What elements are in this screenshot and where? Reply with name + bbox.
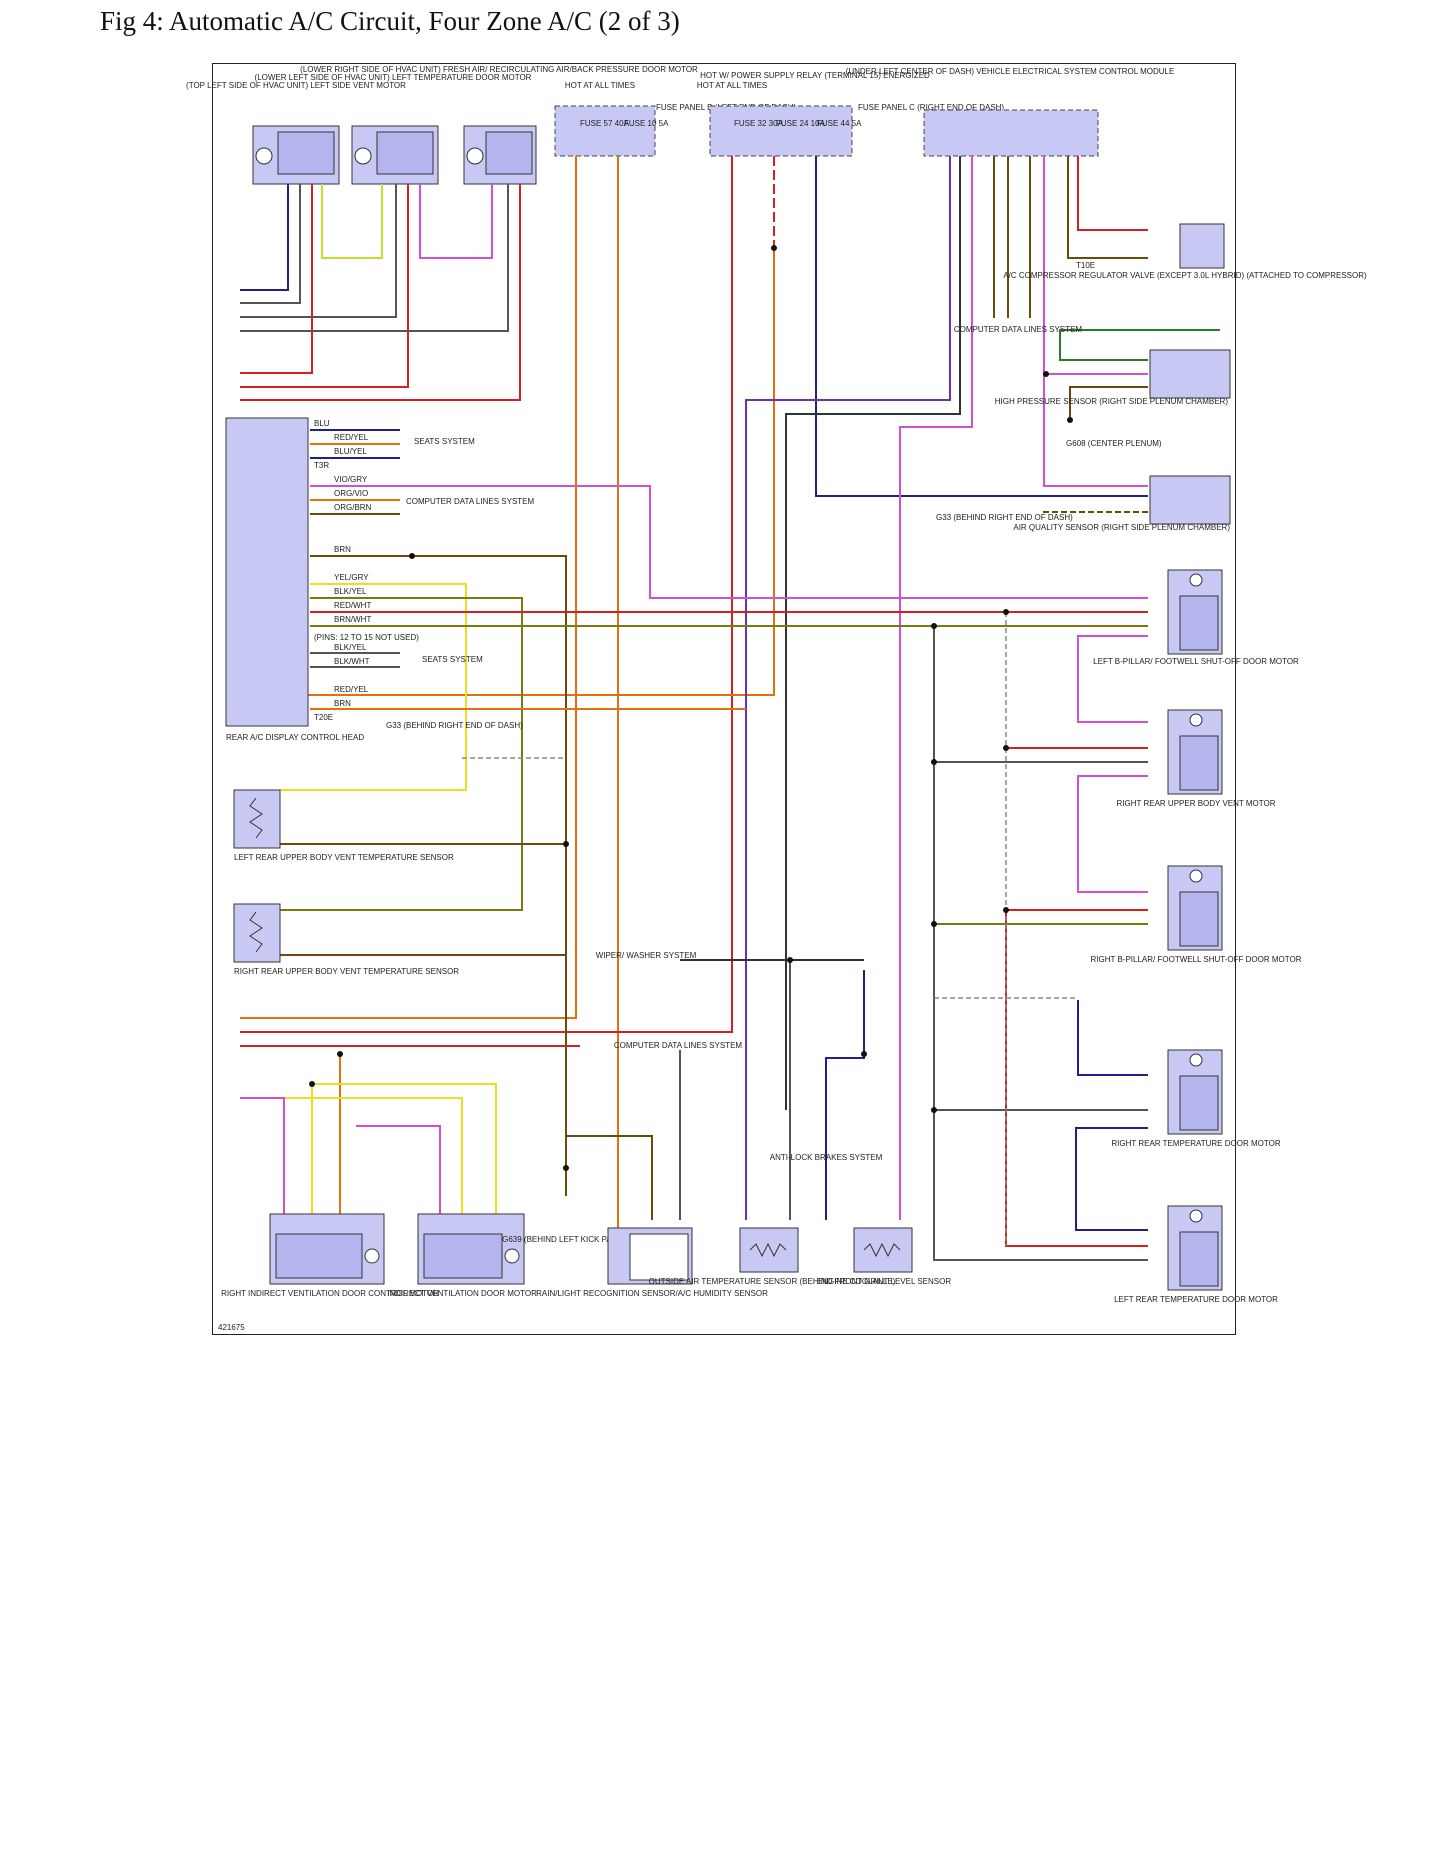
seats-system-bottom: SEATS SYSTEM [422,655,483,664]
fuse-57-label: FUSE 57 40A [580,119,630,128]
motor-icon [1189,713,1203,727]
coolant-sensor-label: ENGINE COOLANT LEVEL SENSOR [817,1277,951,1286]
indirect-ventilation-motor: INDIRECT VENTILATION DOOR MOTOR [387,1213,537,1298]
motor-icon [364,1248,380,1264]
head-pin-label: VIO/GRY [334,475,368,484]
head-pin-label: BLU [314,419,330,428]
head-pin-label: BLK/WHT [334,657,370,666]
left-rear-upper-temp-sensor: LEFT REAR UPPER BODY VENT TEMPERATURE SE… [233,789,454,862]
air-quality-sensor: AIR QUALITY SENSOR (RIGHT SIDE PLENUM CH… [1013,475,1231,532]
splice-points [309,245,1073,1171]
left-temperature-door-motor: (LOWER LEFT SIDE OF HVAC UNIT) LEFT TEMP… [255,73,532,185]
right-b-pillar-label: RIGHT B-PILLAR/ FOOTWELL SHUT-OFF DOOR M… [1091,955,1302,964]
fuse-panel-c-label: FUSE PANEL C (RIGHT END OF DASH) [858,103,1004,112]
right-indirect-ventilation-motor: RIGHT INDIRECT VENTILATION DOOR CONTROL … [221,1213,439,1298]
fuse-32-label: FUSE 32 30A [734,119,784,128]
pins-note: (PINS: 12 TO 15 NOT USED) [314,633,419,642]
hot-at-all-times-b: HOT AT ALL TIMES [565,81,635,90]
motor-icon [1189,573,1203,587]
motor-icon [1189,869,1203,883]
left-rear-temp-label: LEFT REAR TEMPERATURE DOOR MOTOR [1114,1295,1278,1304]
motor-icon [354,147,372,165]
hot-at-all-times-c: HOT AT ALL TIMES [697,81,767,90]
right-rear-temp-label: RIGHT REAR TEMPERATURE DOOR MOTOR [1111,1139,1280,1148]
rain-light-humidity-sensor: RAIN/LIGHT RECOGNITION SENSOR/A/C HUMIDI… [536,1227,768,1298]
head-pin-label: RED/YEL [334,685,369,694]
right-rear-upper-temp-sensor: RIGHT REAR UPPER BODY VENT TEMPERATURE S… [233,903,459,976]
fresh-air-door-motor: (LOWER RIGHT SIDE OF HVAC UNIT) FRESH AI… [300,65,698,185]
right-b-pillar-motor: RIGHT B-PILLAR/ FOOTWELL SHUT-OFF DOOR M… [1091,865,1302,964]
rear-ac-head-label: REAR A/C DISPLAY CONTROL HEAD [226,733,364,742]
head-pin-label: RED/WHT [334,601,371,610]
head-pin-label: BLU/YEL [334,447,367,456]
ground-dashed [462,612,1078,1246]
abs-system-label: ANTI-LOCK BRAKES SYSTEM [770,1153,883,1162]
left-vent-motor-label: (TOP LEFT SIDE OF HVAC UNIT) LEFT SIDE V… [186,81,406,90]
left-b-pillar-motor: LEFT B-PILLAR/ FOOTWELL SHUT-OFF DOOR MO… [1093,569,1299,666]
fuse-44-label: FUSE 44 5A [817,119,862,128]
computer-data-lines-head: COMPUTER DATA LINES SYSTEM [406,497,535,506]
g608-label: G608 (CENTER PLENUM) [1066,439,1162,448]
figure-title: Fig 4: Automatic A/C Circuit, Four Zone … [100,6,680,36]
motor-icon [255,147,273,165]
hot-w-power-supply: HOT W/ POWER SUPPLY RELAY (TERMINAL 15) … [700,71,930,80]
head-pin-label: ORG/VIO [334,489,368,498]
g33-right-label: G33 (BEHIND RIGHT END OF DASH) [936,513,1073,522]
vesc-module-label: (UNDER LEFT CENTER OF DASH) VEHICLE ELEC… [846,67,1175,76]
outside-air-sensor-label: OUTSIDE AIR TEMPERATURE SENSOR (BEHIND F… [649,1277,896,1286]
motor-icon [1189,1053,1203,1067]
head-pin-label: YEL/GRY [334,573,369,582]
head-pin-label: BLK/YEL [334,643,367,652]
motor-icon [466,147,484,165]
compressor-valve-label: A/C COMPRESSOR REGULATOR VALVE (EXCEPT 3… [1003,271,1367,280]
indirect-motor-label: INDIRECT VENTILATION DOOR MOTOR [387,1289,537,1298]
diagram-frame [212,63,1236,1335]
head-pin-label: BLK/YEL [334,587,367,596]
motor-icon [1189,1209,1203,1223]
g33-head-label: G33 (BEHIND RIGHT END OF DASH) [386,721,523,730]
right-rear-upper-vent-motor: RIGHT REAR UPPER BODY VENT MOTOR [1117,709,1276,808]
right-rear-upper-sensor-label: RIGHT REAR UPPER BODY VENT TEMPERATURE S… [234,967,459,976]
left-rear-temperature-motor: LEFT REAR TEMPERATURE DOOR MOTOR [1114,1205,1278,1304]
engine-coolant-level-sensor: ENGINE COOLANT LEVEL SENSOR [817,1227,951,1286]
vehicle-electrical-system-control-module [923,109,1099,157]
compressor-regulator-valve: A/C COMPRESSOR REGULATOR VALVE (EXCEPT 3… [1003,223,1367,280]
fuse-panel-c [709,105,853,157]
right-rear-temperature-motor: RIGHT REAR TEMPERATURE DOOR MOTOR [1111,1049,1281,1148]
connector-t20e: T20E [314,713,333,722]
rain-sensor-label: RAIN/LIGHT RECOGNITION SENSOR/A/C HUMIDI… [536,1289,768,1298]
computer-data-lines-bottom: COMPUTER DATA LINES SYSTEM [614,1041,743,1050]
connector-t10e: T10E [1076,261,1095,270]
head-pin-label: BRN/WHT [334,615,371,624]
fuse-panel-b [554,105,656,157]
figure-id: 421675 [218,1323,245,1332]
right-rear-upper-label: RIGHT REAR UPPER BODY VENT MOTOR [1117,799,1276,808]
g639-label: G639 (BEHIND LEFT KICK PANEL) [502,1235,630,1244]
seats-system-top: SEATS SYSTEM [414,437,475,446]
motor-icon [504,1248,520,1264]
head-pin-label: BRN [334,545,351,554]
rear-ac-display-control-head: REAR A/C DISPLAY CONTROL HEAD [225,417,364,742]
left-temp-motor-label: (LOWER LEFT SIDE OF HVAC UNIT) LEFT TEMP… [255,73,532,82]
left-side-vent-motor: (TOP LEFT SIDE OF HVAC UNIT) LEFT SIDE V… [186,81,406,185]
wire-layer [240,156,1220,1261]
connector-t3r: T3R [314,461,329,470]
air-quality-sensor-label: AIR QUALITY SENSOR (RIGHT SIDE PLENUM CH… [1013,523,1230,532]
head-pin-label: BRN [334,699,351,708]
left-rear-upper-sensor-label: LEFT REAR UPPER BODY VENT TEMPERATURE SE… [234,853,454,862]
high-pressure-sensor-label: HIGH PRESSURE SENSOR (RIGHT SIDE PLENUM … [995,397,1229,406]
head-pin-label: ORG/BRN [334,503,372,512]
wiper-system-label: WIPER/ WASHER SYSTEM [596,951,697,960]
fuse-24-label: FUSE 24 10A [776,119,826,128]
computer-data-lines-top: COMPUTER DATA LINES SYSTEM [954,325,1083,334]
head-pin-labels: BLU RED/YEL BLU/YEL VIO/GRY ORG/VIO ORG/… [314,419,372,708]
outside-air-temp-sensor: OUTSIDE AIR TEMPERATURE SENSOR (BEHIND F… [649,1227,896,1286]
right-indirect-motor-label: RIGHT INDIRECT VENTILATION DOOR CONTROL … [221,1289,439,1298]
fuse-10-label: FUSE 10 5A [624,119,669,128]
head-pin-label: RED/YEL [334,433,369,442]
high-pressure-sensor: HIGH PRESSURE SENSOR (RIGHT SIDE PLENUM … [995,349,1231,406]
left-b-pillar-label: LEFT B-PILLAR/ FOOTWELL SHUT-OFF DOOR MO… [1093,657,1299,666]
fresh-air-motor-label: (LOWER RIGHT SIDE OF HVAC UNIT) FRESH AI… [300,65,698,74]
